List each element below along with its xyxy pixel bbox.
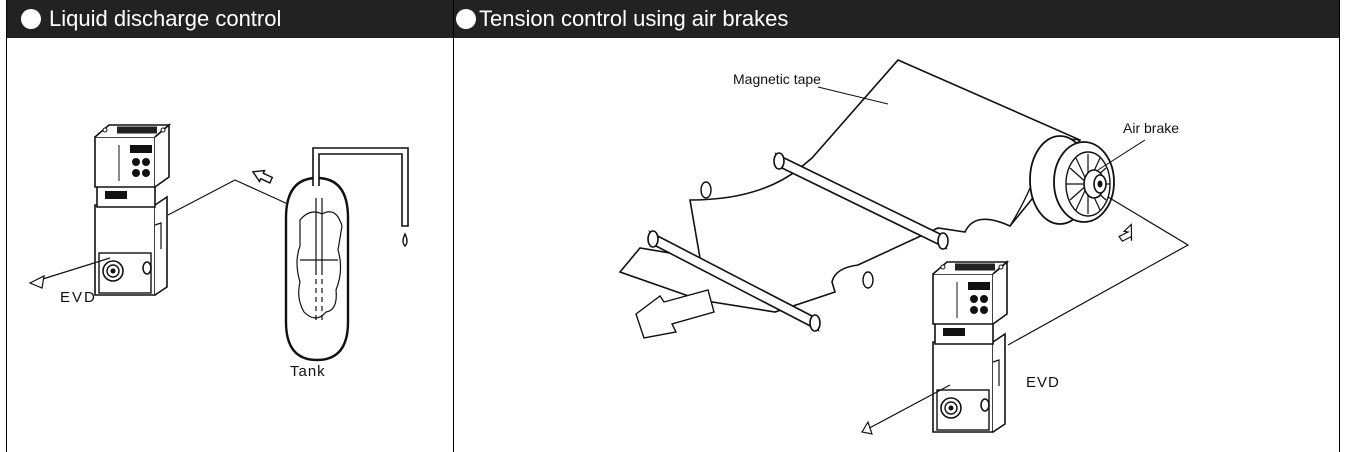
flow-arrow-icon [1118, 223, 1133, 242]
panel-tension-control: Tension control using air brakes [453, 0, 1340, 452]
device-label: EVD [1026, 374, 1060, 391]
tape-label: Magnetic tape [733, 71, 821, 87]
panel-title: Tension control using air brakes [479, 6, 789, 31]
supply-line [861, 384, 951, 433]
air-brake-icon [1029, 135, 1115, 225]
panel-liquid-discharge: Liquid discharge control [6, 0, 454, 452]
bullet-dot-icon [21, 9, 41, 29]
panel-header: Tension control using air brakes [454, 0, 1339, 38]
output-line [1007, 196, 1190, 346]
flow-arrow-icon [251, 169, 274, 184]
roller-icon [647, 230, 821, 332]
output-line [167, 179, 291, 216]
magnetic-tape [618, 59, 1082, 313]
supply-arrow-icon [28, 274, 45, 289]
tank-icon [284, 176, 350, 362]
panel-title: Liquid discharge control [49, 6, 282, 31]
bullet-dot-icon [456, 9, 476, 29]
supply-arrow-icon [861, 420, 873, 435]
panel-header: Liquid discharge control [7, 0, 453, 38]
evd-regulator-icon [932, 261, 1008, 433]
brake-label: Air brake [1123, 120, 1179, 136]
device-label: EVD [60, 289, 97, 306]
evd-regulator-icon [94, 124, 170, 296]
roller-icon [773, 152, 949, 250]
flow-arrow-icon [635, 289, 715, 339]
discharge-pipe [312, 147, 409, 227]
tank-label: Tank [290, 363, 326, 380]
drop-icon [402, 232, 408, 247]
